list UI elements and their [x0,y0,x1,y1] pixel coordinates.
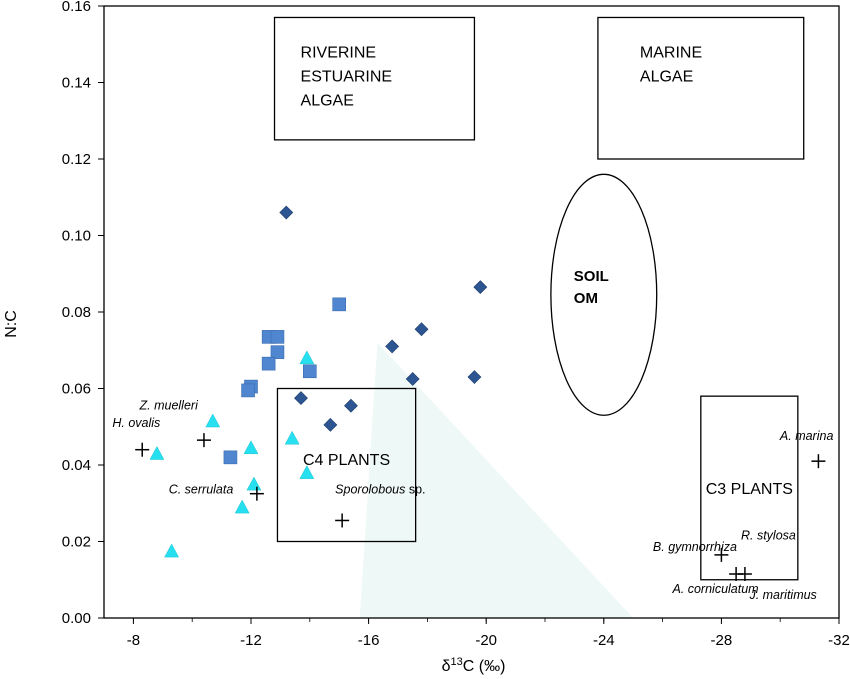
points-layer [135,205,826,582]
plus-point [714,547,729,562]
triangle-point [284,430,300,445]
diamond-point [467,370,482,384]
x-tick-label: -12 [240,632,262,649]
plus-point [135,442,150,457]
region-label: MARINE [640,44,702,61]
x-axis-label: δ13C (‰) [442,656,506,675]
y-tick-label: 0.02 [62,534,91,551]
species-label: Sporolobous sp. [335,483,425,497]
species-label: Z. muelleri [139,399,200,413]
diamond-point [279,205,294,220]
x-tick-label: -24 [593,632,615,649]
region-ellipse [550,173,658,416]
region-box [276,387,417,543]
square-point [241,383,255,398]
x-axis-label-superscript: 13 [451,656,463,668]
species-label: R. stylosa [741,529,796,543]
species-label: H. ovalis [112,416,160,430]
x-tick-label: -20 [475,632,497,649]
plus-point [249,486,264,501]
diamond-point [323,417,338,432]
triangle-point [234,499,250,514]
diamond-point [385,339,400,354]
species-label: C. serrulata [169,483,234,497]
species-label: A. marina [779,429,834,443]
region-label: RIVERINE [301,44,377,61]
region-label: SOIL [574,268,609,285]
regions-layer: RIVERINE ESTUARINE ALGAE MARINE ALGAE SOIL OM C… [273,16,805,581]
triangle-point [299,465,315,479]
region-label: OM [574,290,598,307]
y-tick-label: 0.08 [62,304,91,321]
plus-point [811,454,826,469]
square-point [261,356,276,371]
x-axis-label-suffix: C (‰) [463,658,506,675]
y-tick-label: 0.14 [62,75,91,92]
triangle-point [246,476,262,491]
shaded-region-layer [359,342,634,618]
plus-point [196,433,211,448]
triangle-point [149,445,165,460]
square-point [270,330,285,344]
y-tick-label: 0.12 [62,151,91,168]
region-label: C3 PLANTS [706,481,793,498]
species-label: A. corniculatum [671,582,758,596]
species-label: B. gymnorrhiza [653,540,737,554]
diamond-point [405,372,420,386]
region-label: ALGAE [301,92,354,109]
y-axis-label: N:C [3,310,20,338]
triangle-point [243,440,259,455]
diamond-point [414,322,429,337]
region-box [273,16,476,141]
x-tick-label: -32 [828,632,850,649]
region-label: ESTUARINE [301,68,393,85]
y-tick-label: 0.16 [62,0,91,15]
x-axis-label-prefix: δ [442,658,451,675]
x-tick-label: -8 [127,632,140,649]
square-point [302,364,317,379]
square-point [223,450,238,465]
triangle-point [205,413,221,428]
x-tick-label: -28 [711,632,733,649]
y-tick-label: 0.00 [62,610,91,627]
ticks-layer: -8 -12 -16 -20 -24 -28 -32 0.00 0.02 0.04 0.06 0.08… [62,0,850,649]
diamond-point [473,280,488,295]
diamond-point [344,398,358,413]
plus-point [737,567,752,582]
shaded-triangle [359,342,634,618]
annotations-layer: Z. muelleri H. ovalis C. serrulata Sporolob… [112,399,833,602]
diamond-point [294,391,308,405]
square-point [332,297,347,312]
region-label: C4 PLANTS [303,452,390,469]
region-box [700,395,799,581]
y-tick-label: 0.04 [62,457,91,474]
x-tick-label: -16 [358,632,380,649]
region-box [597,16,805,160]
y-tick-label: 0.10 [62,228,91,245]
triangle-point [299,350,315,365]
species-label: J. maritimus [748,588,816,602]
plus-point [335,513,350,528]
region-label: ALGAE [640,68,693,85]
square-point [270,345,285,359]
triangle-point [164,543,180,558]
y-tick-label: 0.06 [62,381,91,398]
